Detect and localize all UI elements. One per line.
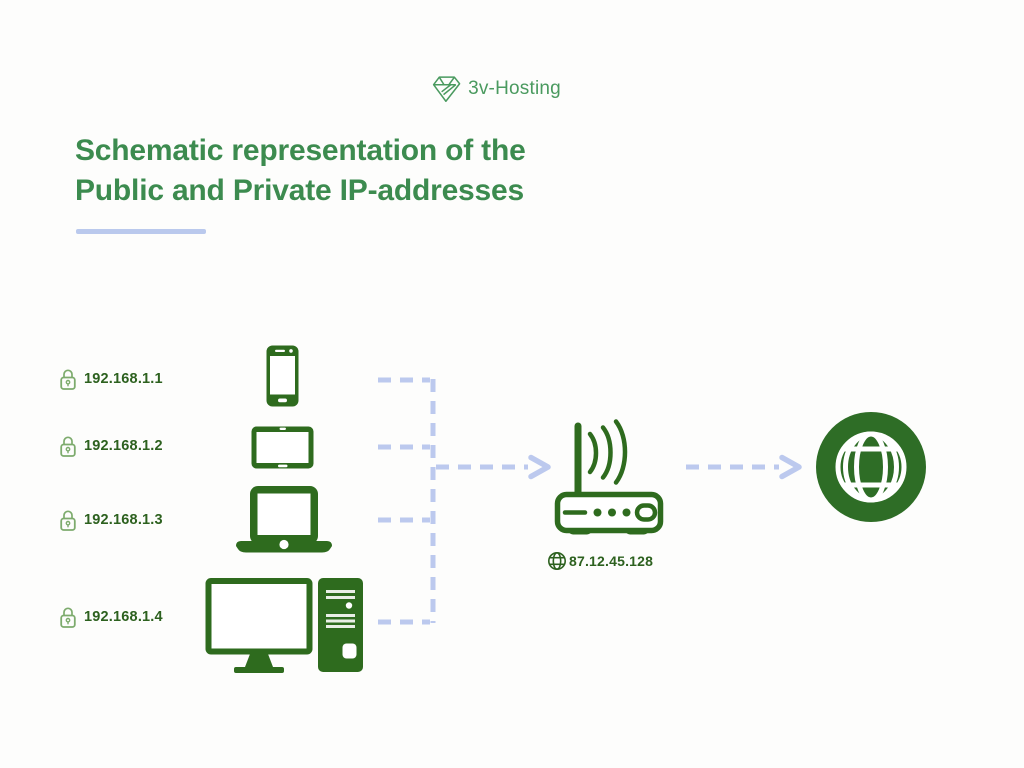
private-ip-row: 192.168.1.1 [58,366,163,392]
laptop-icon [236,486,332,557]
logo: 3v-Hosting [0,72,1006,105]
padlock-icon [58,509,78,532]
desktop-icon [205,577,363,674]
internet-globe-icon [815,411,927,523]
page-title: Schematic representation of the Public a… [75,131,526,211]
private-ip-label: 192.168.1.3 [84,512,163,528]
private-ip-row: 192.168.1.2 [58,433,163,459]
public-ip-row: 87.12.45.128 [547,551,653,571]
public-ip-label: 87.12.45.128 [569,553,654,569]
page-title-line1: Schematic representation of the [75,134,526,167]
smartphone-icon [266,345,299,407]
padlock-icon [58,606,78,629]
page-title-line2: Public and Private IP-addresses [75,174,524,207]
tablet-icon [251,426,314,469]
private-ip-label: 192.168.1.2 [84,438,163,454]
globe-small-icon [547,551,567,571]
private-ip-row: 192.168.1.3 [58,507,163,533]
private-ip-label: 192.168.1.1 [84,371,163,387]
private-ip-label: 192.168.1.4 [84,609,163,625]
gem-logo-icon [427,72,461,105]
router-icon [548,417,668,537]
logo-text: 3v-Hosting [468,77,561,99]
padlock-icon [58,435,78,458]
title-underline [76,229,206,234]
private-ip-row: 192.168.1.4 [58,604,163,630]
padlock-icon [58,368,78,391]
